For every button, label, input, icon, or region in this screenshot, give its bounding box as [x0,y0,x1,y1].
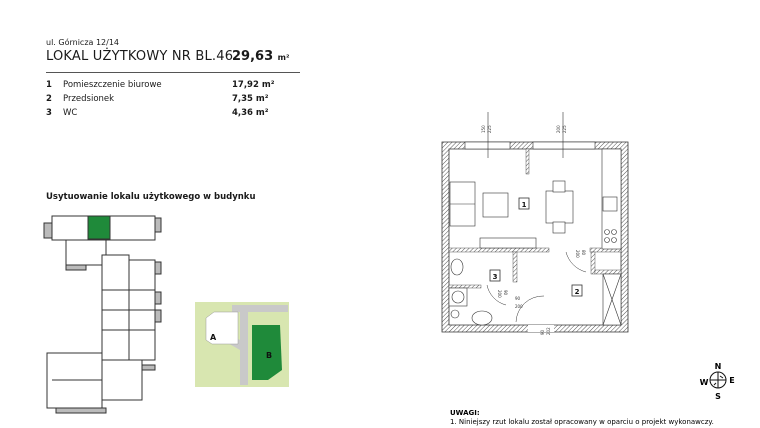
location-heading: Usytuowanie lokalu użytkowego w budynku [46,192,256,202]
room-area: 7,35 m² [232,94,269,104]
compass-icon: N E S W [700,362,735,401]
dim-label: 200 [515,304,523,309]
room-area: 4,36 m² [232,108,269,118]
unit-title: LOKAL UŻYTKOWY NR BL.46 [46,49,234,64]
building-floor-plan [43,215,162,414]
dim-label: 225 [487,125,492,133]
room-name: Przedsionek [63,94,115,104]
room-name: Pomieszczenie biurowe [63,80,162,90]
room-number: 1 [46,80,52,90]
dim-label: 225 [562,125,567,133]
room-name: WC [63,108,78,118]
notes-heading: UWAGI: [450,409,480,417]
building-a-label: A [210,333,217,342]
divider [46,72,300,73]
room-number: 2 [46,94,52,104]
room-3-label: 3 [493,273,498,281]
site-map: A B [195,302,289,387]
dim-label: 90 [515,296,521,301]
total-area: 29,63 m² [232,49,290,64]
dim-label: 202 [546,327,551,335]
compass-w: W [700,378,709,387]
unit-floor-plan: 1 2 3 150 225 200 225 90 200 80 200 90 2… [441,112,629,335]
dim-label: 150 [481,125,486,133]
total-area-value: 29,63 [232,49,274,64]
compass-s: S [715,392,721,401]
building-b-label: B [266,351,272,360]
compass-n: N [715,362,722,371]
dim-label: 90 [503,290,508,296]
room-area: 17,92 m² [232,80,275,90]
room-number: 3 [46,108,52,118]
dim-label: 80 [581,250,586,256]
compass-e: E [729,376,734,385]
dim-label: 200 [497,290,502,298]
total-area-unit: m² [277,53,290,62]
dim-label: 200 [575,250,580,258]
room-2-label: 2 [575,288,580,296]
dim-label: 90 [540,329,545,335]
unit-highlight [87,215,111,240]
note-line: 1. Niniejszy rzut lokalu został opracowa… [450,418,714,426]
dim-label: 200 [556,125,561,133]
room-1-label: 1 [522,201,527,209]
address: ul. Górnicza 12/14 [46,38,120,47]
